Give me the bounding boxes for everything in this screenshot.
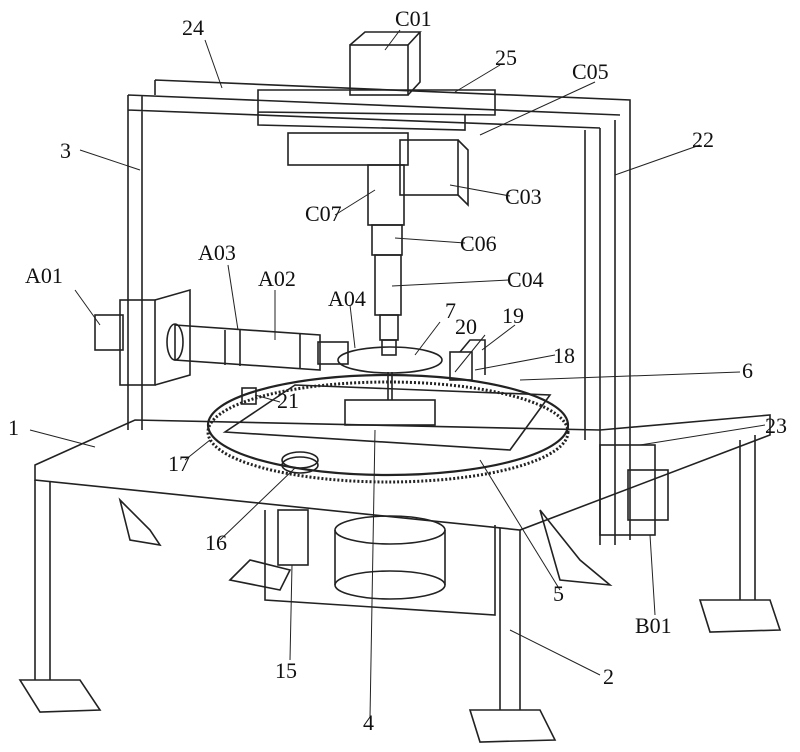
label-5: 5	[553, 581, 564, 606]
label-A01: A01	[25, 263, 63, 288]
label-1: 1	[8, 415, 19, 440]
label-C07: C07	[305, 201, 342, 226]
right-actuator	[599, 444, 669, 536]
table	[18, 414, 782, 743]
label-22: 22	[692, 127, 714, 152]
label-16: 16	[205, 530, 227, 555]
label-C06: C06	[460, 231, 497, 256]
spindle-assembly	[287, 132, 469, 356]
gear-ring	[206, 373, 570, 484]
lower-motor	[264, 509, 496, 616]
label-7: 7	[445, 298, 456, 323]
side-actuator	[94, 288, 349, 386]
label-A02: A02	[258, 266, 296, 291]
label-3: 3	[60, 138, 71, 163]
label-4: 4	[363, 710, 374, 735]
label-18: 18	[553, 343, 575, 368]
label-2: 2	[603, 664, 614, 689]
label-23: 23	[765, 413, 787, 438]
label-21: 21	[277, 388, 299, 413]
label-A03: A03	[198, 240, 236, 265]
label-C05: C05	[572, 59, 609, 84]
label-C03: C03	[505, 184, 542, 209]
label-A04: A04	[328, 286, 366, 311]
label-25: 25	[495, 45, 517, 70]
label-B01: B01	[635, 613, 672, 638]
label-C04: C04	[507, 267, 544, 292]
label-20: 20	[455, 314, 477, 339]
leader-lines	[29, 29, 766, 719]
top-carriage	[257, 31, 496, 131]
label-17: 17	[168, 451, 190, 476]
label-24: 24	[182, 15, 204, 40]
gantry-frame	[127, 79, 631, 545]
label-6: 6	[742, 358, 753, 383]
label-15: 15	[275, 658, 297, 683]
label-C01: C01	[395, 6, 432, 31]
label-19: 19	[502, 303, 524, 328]
